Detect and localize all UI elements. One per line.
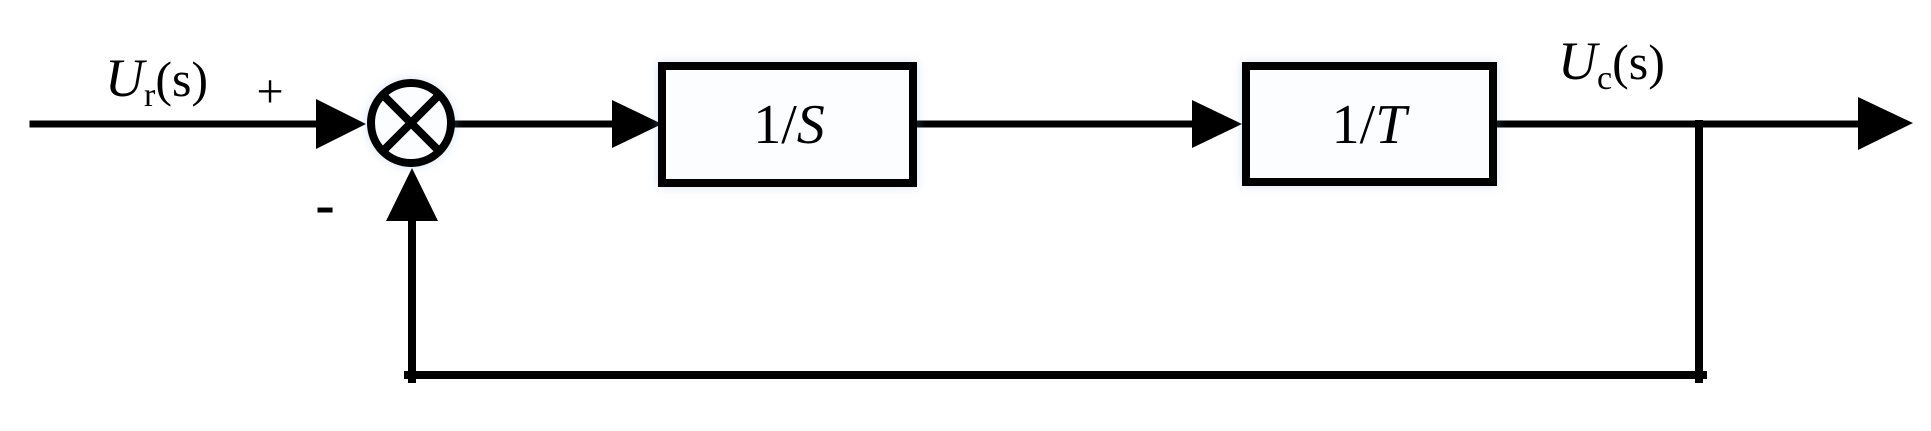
transfer-blocks [658,62,1497,187]
block2-label-symbol: T [1375,94,1410,156]
input-label-base: U [105,48,147,108]
block1-label: 1/S [753,94,825,156]
signal-labels: Ur(s) Uc(s) + - [105,31,1665,237]
summing-cross-diagonal-2 [380,92,442,154]
plus-sign-label: + [256,65,283,118]
output-signal-label: Uc(s) [1558,31,1665,97]
output-label-args: (s) [1612,34,1665,90]
block2-arrowhead-icon [1192,100,1242,148]
arrowheads [316,97,1913,221]
block1-arrowhead-icon [612,100,662,148]
summing-junction [367,79,455,167]
input-arrowhead-icon [316,99,366,149]
block-1-over-S [658,62,917,187]
output-label-base: U [1558,31,1600,91]
minus-sign-label: - [315,172,334,237]
output-label-subscript: c [1597,60,1612,97]
output-arrowhead-icon [1858,97,1913,150]
block-labels: 1/S 1/T [753,94,1410,156]
input-label-args: (s) [155,51,208,107]
feedback-arrowhead-icon [386,168,438,221]
signal-lines [29,120,1866,383]
block2-label-numerator: 1/ [1332,94,1376,156]
block-1-over-T [1242,62,1497,186]
block1-label-symbol: S [797,94,825,156]
input-label-subscript: r [144,77,156,114]
block1-label-numerator: 1/ [753,94,797,156]
block2-label: 1/T [1332,94,1411,156]
input-signal-label: Ur(s) [105,48,208,114]
